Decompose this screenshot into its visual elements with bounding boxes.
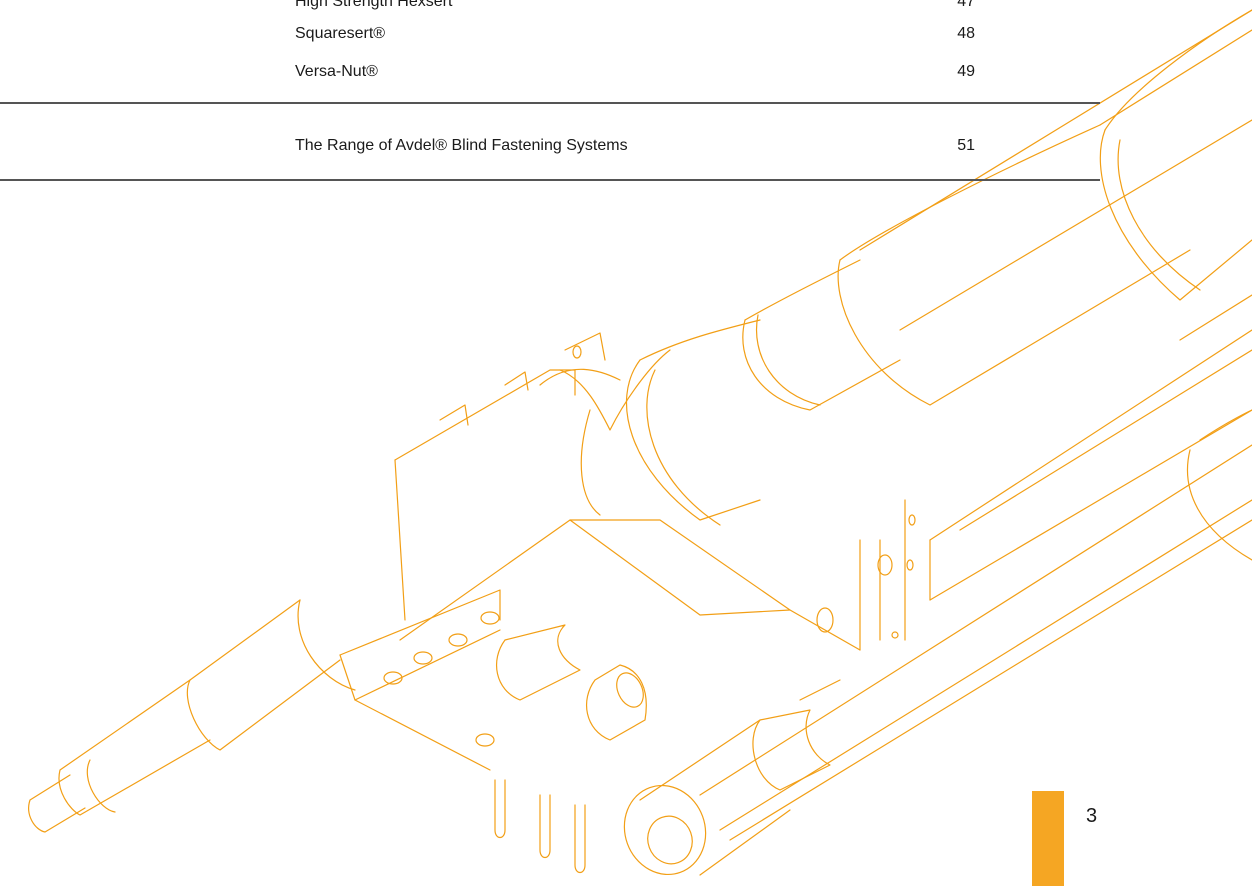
toc-entry-page: 47 xyxy=(957,0,975,10)
toc-section-title: The Range of Avdel® Blind Fastening Syst… xyxy=(295,137,628,154)
toc-entry-title: Squaresert® xyxy=(295,25,386,42)
toc-entry-page: 49 xyxy=(957,63,975,80)
toc-entry-page: 48 xyxy=(957,25,975,42)
toc-section-page: 51 xyxy=(957,137,975,154)
page-tab-marker xyxy=(1032,791,1064,886)
page-number: 3 xyxy=(1086,805,1098,827)
toc-section-entry[interactable]: The Range of Avdel® Blind Fastening Syst… xyxy=(295,134,975,158)
section-divider xyxy=(0,102,1100,104)
toc-entry-title: Versa-Nut® xyxy=(295,63,378,80)
toc-entry-title: High Strength Hexsert xyxy=(295,0,453,10)
section-divider xyxy=(0,179,1100,181)
toc-entry[interactable]: Squaresert® 48 xyxy=(295,22,975,46)
toc-entry[interactable]: High Strength Hexsert 47 xyxy=(295,0,975,14)
toc-entry[interactable]: Versa-Nut® 49 xyxy=(295,60,975,84)
